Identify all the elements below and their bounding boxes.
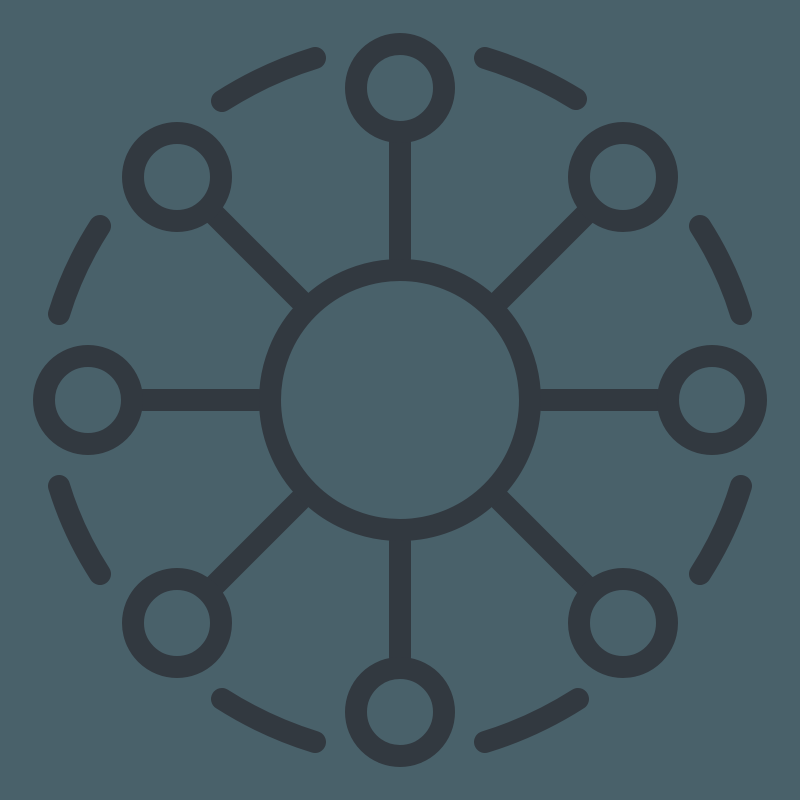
- ring-arc-right-upper: [689, 215, 752, 325]
- ring-arc-left-upper: [48, 215, 111, 325]
- spoke-top-left: [204, 204, 311, 311]
- ring-arc-bottom-right: [474, 688, 589, 753]
- node-top: [345, 33, 455, 143]
- outer-dashed-ring: [48, 47, 752, 753]
- spoke-bottom-right: [489, 489, 596, 596]
- node-bottom: [345, 657, 455, 767]
- spoke-bottom-left: [204, 489, 311, 596]
- outer-nodes: [33, 33, 767, 767]
- ring-arc-top-right: [474, 47, 587, 110]
- ring-arc-left-lower: [48, 475, 111, 585]
- ring-arc-right-lower: [689, 475, 752, 585]
- node-left: [33, 345, 143, 455]
- ring-arc-top-left: [211, 47, 326, 112]
- node-top-left: [122, 122, 232, 232]
- ring-arc-bottom-left: [211, 688, 326, 753]
- spoke-top-right: [489, 204, 596, 311]
- node-bottom-right: [568, 568, 678, 678]
- node-top-right: [568, 122, 678, 232]
- node-bottom-left: [122, 568, 232, 678]
- spokes: [132, 132, 668, 668]
- node-right: [657, 345, 767, 455]
- center-hub-circle: [259, 259, 541, 541]
